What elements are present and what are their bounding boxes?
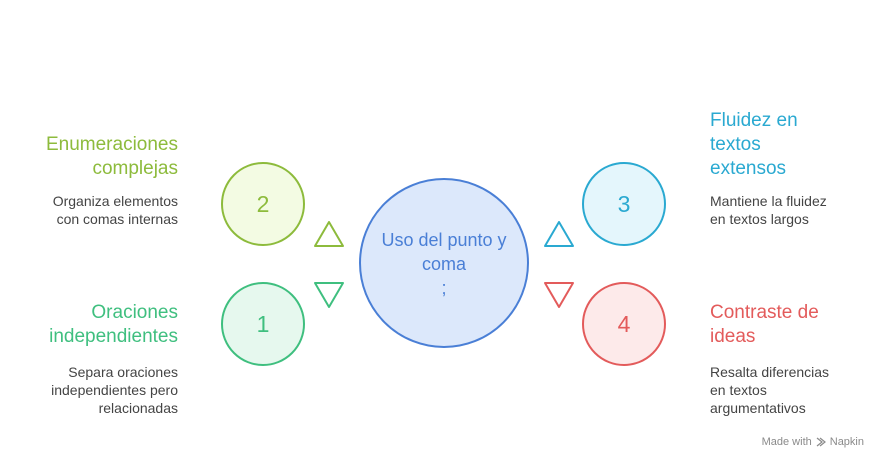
number-1: 1 <box>256 310 270 337</box>
desc-line: Separa oraciones <box>68 364 178 380</box>
desc-line: con comas internas <box>56 211 178 227</box>
desc-line: Organiza elementos <box>52 193 178 209</box>
center-label-line-2: coma <box>421 254 466 274</box>
title-line: ideas <box>710 326 756 347</box>
title-line: Fluidez en <box>710 110 798 131</box>
desc-line: en textos <box>710 382 767 398</box>
number-3: 3 <box>617 190 631 217</box>
number-circle-3: 3 <box>582 162 666 246</box>
title-line: complejas <box>92 158 178 179</box>
desc-line: argumentativos <box>710 400 806 416</box>
napkin-watermark: Made with Napkin <box>762 436 864 448</box>
center-label-line-3: ; <box>441 278 447 298</box>
arrow-up-left-triangle <box>314 221 344 247</box>
arrow-up-right-triangle <box>544 221 574 247</box>
number-4: 4 <box>617 310 631 337</box>
title-oraciones: Oraciones independientes <box>49 301 178 349</box>
number-circle-1: 1 <box>221 282 305 366</box>
title-enumeraciones: Enumeraciones complejas <box>46 133 178 181</box>
arrow-down-right-triangle <box>544 282 574 308</box>
napkin-logo-icon <box>816 437 826 447</box>
title-line: independientes <box>49 326 178 347</box>
title-line: Oraciones <box>91 302 178 323</box>
title-contraste: Contraste de ideas <box>710 301 819 349</box>
desc-contraste: Resalta diferencias en textos argumentat… <box>710 363 829 417</box>
title-line: extensos <box>710 158 787 179</box>
number-2: 2 <box>256 190 270 217</box>
desc-line: en textos largos <box>710 211 809 227</box>
desc-line: Mantiene la fluidez <box>710 193 827 209</box>
desc-line: independientes pero <box>51 382 178 398</box>
center-circle <box>359 178 529 348</box>
number-circle-2: 2 <box>221 162 305 246</box>
title-fluidez: Fluidez en textos extensos <box>710 109 798 181</box>
desc-oraciones: Separa oraciones independientes pero rel… <box>51 363 178 417</box>
center-label-line-1: Uso del punto y <box>381 230 507 250</box>
desc-fluidez: Mantiene la fluidez en textos largos <box>710 192 827 228</box>
arrow-down-left-triangle <box>314 282 344 308</box>
desc-line: Resalta diferencias <box>710 364 830 380</box>
title-line: Contraste de <box>710 302 819 323</box>
title-line: Enumeraciones <box>45 134 178 155</box>
number-circle-4: 4 <box>582 282 666 366</box>
desc-enumeraciones: Organiza elementos con comas internas <box>53 192 178 228</box>
watermark-prefix: Made with <box>761 436 812 448</box>
title-line: textos <box>710 134 761 155</box>
center-label: Uso del punto y coma ; <box>360 180 528 348</box>
watermark-brand: Napkin <box>829 436 864 448</box>
desc-line: relacionadas <box>98 400 178 416</box>
